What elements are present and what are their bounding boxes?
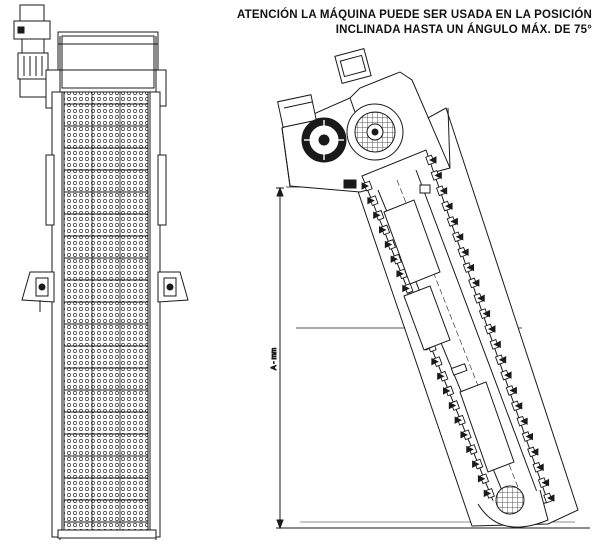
chain-tooth [536,463,544,472]
dimension-label: A - mm [271,348,278,370]
mounting-bracket-left [21,271,55,303]
chain-tooth [493,340,501,349]
chain-tooth [504,371,512,379]
gear-wheel-icon [301,117,347,163]
chain-tooth [454,416,463,424]
motor-icon [13,4,51,98]
chain-tooth [396,270,404,278]
chain-tooth [439,186,448,195]
chain-tooth [373,211,381,220]
side-view: A - mm [271,47,590,530]
chain-tooth [445,202,453,210]
chain-tooth [487,325,496,333]
chain-tooth [525,432,533,441]
chain-tooth [460,431,468,439]
chain-tooth [428,156,437,164]
chain-tooth [509,386,517,395]
chain-tooth [466,263,474,272]
chain-tooth [483,489,492,498]
dimension-a [276,186,284,530]
chain-tooth [384,240,393,249]
chain-tooth [437,372,445,381]
chain-tooth [402,284,410,293]
chain-tooth [541,478,550,487]
chain-tooth [379,226,387,234]
chain-tooth [455,233,464,241]
chain-tooth [434,171,442,180]
front-view [13,4,189,540]
chain-tooth [466,445,474,454]
chain-tooth [472,460,480,468]
chain-tooth [520,417,528,425]
chain-tooth [448,401,457,410]
chain-tooth [477,474,486,483]
chain-tooth [530,448,539,456]
chain-tooth [498,355,507,364]
chain-tooth [482,309,491,318]
chain-tooth [431,357,439,366]
warning-note-line-1: ATENCIÓN LA MÁQUINA PUEDE SER USADA EN L… [236,9,592,21]
warning-note-line-2: INCLINADA HASTA UN ÁNGULO MÁX. DE 75° [335,24,592,36]
chain-tooth [514,402,523,410]
chain-tooth [361,182,370,190]
chain-tooth [450,217,458,226]
mounting-bracket-right [157,271,189,303]
chain-tooth [471,279,480,287]
chain-tooth [390,255,399,263]
chain-tooth [461,248,469,256]
chain-tooth [546,494,555,502]
chain-tooth [367,196,375,205]
chain-tooth [477,294,485,303]
chain-tooth [443,387,451,395]
